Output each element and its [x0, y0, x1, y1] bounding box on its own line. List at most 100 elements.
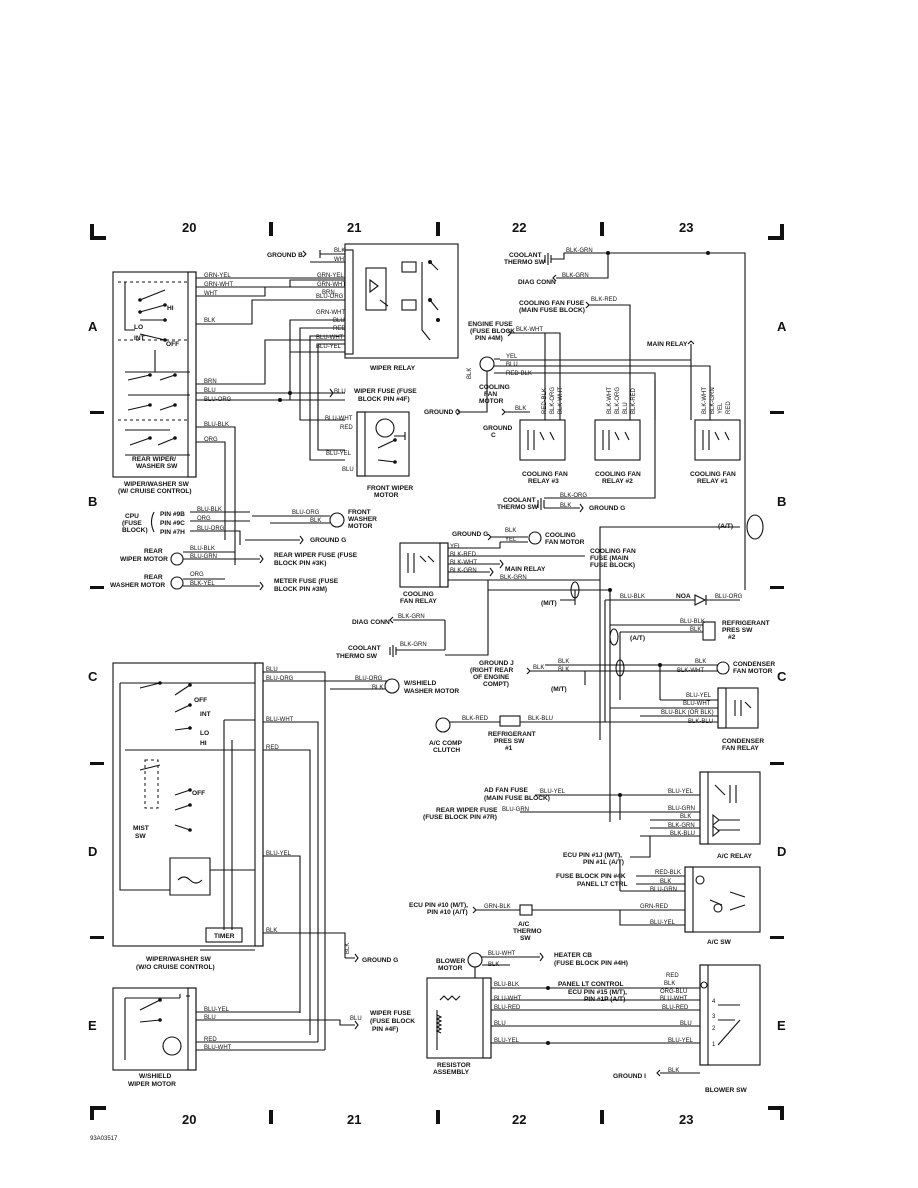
- wires-wiper-switch: GRN-YEL GRN-WHT WHT BLK BRN BLU BLU-ORG …: [196, 248, 348, 565]
- wire-blk-wht-2: BLK-WHT: [450, 560, 477, 566]
- cooling-top: COOLANT THERMO SW BLK-GRN DIAG CONN BLK-…: [424, 248, 746, 505]
- column-label-23-bottom: 23: [679, 1112, 693, 1127]
- wire-red-blk-1: RED-BLK: [506, 371, 532, 377]
- wiper-relay: WIPER RELAY: [344, 243, 459, 372]
- wire-red-4: RED: [266, 745, 279, 751]
- wire-blk-9: BLK: [560, 503, 571, 509]
- engine-fuse-label-1: ENGINE FUSE: [468, 321, 513, 328]
- wiper-switch-cruise-label-2: (W/ CRUISE CONTROL): [118, 488, 192, 495]
- blower-motor-label-1: BLOWER: [436, 958, 466, 965]
- wire-blu-8: BLU: [506, 362, 518, 368]
- cooling-fan-relay-1-label-1: COOLING FAN: [690, 471, 736, 478]
- ecu-15-label-2: PIN #1P (A/T): [584, 996, 625, 1003]
- wiper-fuse-low-label-2: (FUSE BLOCK: [370, 1018, 415, 1025]
- wire-blu-7: BLU: [350, 1016, 362, 1022]
- cpu-label-3: BLOCK): [122, 527, 148, 534]
- wire-red-2: RED: [333, 326, 346, 332]
- refrigerant-2-label-1: REFRIGERANT: [722, 620, 770, 627]
- rear-washer-label-2: WASHER MOTOR: [110, 582, 165, 589]
- position-off: OFF: [166, 341, 179, 348]
- heater-cb-label-1: HEATER CB: [554, 952, 592, 959]
- wire-blu-org-7: BLU-ORG: [715, 594, 743, 600]
- cooling-fan-motor-mid-label-1: COOLING: [545, 532, 576, 539]
- ground-j-label-4: COMPT): [483, 681, 509, 688]
- wire-blk-20: BLK: [668, 1068, 679, 1074]
- column-label-22: 22: [512, 220, 526, 235]
- wire-blu-9: BLU: [494, 1021, 506, 1027]
- cooling-fan-relay-left-label-1: COOLING: [403, 591, 434, 598]
- wire-blu-grn-3: BLU-GRN: [668, 806, 695, 812]
- wire-blk-7: BLK: [467, 368, 473, 379]
- wire-brn-2: BRN: [322, 290, 335, 296]
- blower-pos-1: 1: [712, 1042, 716, 1048]
- wire-blk-2: BLK: [334, 248, 345, 254]
- wire-yel-1: YEL: [506, 354, 518, 360]
- wire-blk-grn-6: BLK-GRN: [400, 642, 427, 648]
- relay3-wire-1: RED-BLK: [542, 388, 548, 414]
- ecu-15-label-1: ECU PIN #15 (M/T),: [568, 989, 627, 996]
- condenser-relay-label-2: FAN RELAY: [722, 745, 759, 752]
- ecu-1j-label-1: ECU PIN #1J (M/T),: [563, 852, 622, 859]
- wire-org-blu-1: ORG-BLU: [660, 989, 687, 995]
- wire-blu-yel-9: BLU-YEL: [650, 920, 676, 926]
- column-label-20: 20: [182, 220, 196, 235]
- wire-blu-yel-2: BLU-YEL: [316, 344, 342, 350]
- wire-blu-1: BLU: [204, 388, 216, 394]
- cpu-label-1: CPU: [125, 513, 139, 520]
- wire-blk-10: BLK: [505, 528, 516, 534]
- diag-conn-mid-label: DIAG CONN: [352, 619, 390, 626]
- position-lo-2: LO: [200, 730, 209, 737]
- ac-thermo-label-2: THERMO: [513, 928, 542, 935]
- wire-blu-yel-8: BLU-YEL: [668, 789, 694, 795]
- cooling-fan-motor-mid-label-2: FAN MOTOR: [545, 539, 585, 546]
- ecu-10-label-1: ECU PIN #10 (M/T),: [409, 902, 468, 909]
- panel-lt-ctrl-label: PANEL LT CTRL: [577, 881, 628, 888]
- row-label-c: C: [88, 669, 98, 684]
- condenser-motor-label-1: CONDENSER: [733, 661, 775, 668]
- ac-comp-label-1: A/C COMP: [429, 740, 463, 747]
- wiper-washer-switch-no-cruise: TIMER OFF INT LO HI OFF MIST SW WIPER/WA…: [112, 662, 264, 971]
- rear-wiper-fuse-label-2: BLOCK PIN #3K): [274, 560, 326, 567]
- wire-blu-org-6: BLU-ORG: [355, 676, 383, 682]
- row-label-e-right: E: [777, 1018, 786, 1033]
- document-code: 93A03517: [90, 1136, 118, 1142]
- wire-blk-red-3: BLK-RED: [462, 716, 489, 722]
- wire-blk-13: BLK: [558, 659, 569, 665]
- blower-pos-3: 3: [712, 1014, 716, 1020]
- wire-blu-yel-6: BLU-YEL: [686, 693, 712, 699]
- row-label-a: A: [88, 319, 98, 334]
- wiper-fuse-top-label-2: BLOCK PIN #4F): [358, 396, 410, 403]
- row-label-e: E: [88, 1018, 97, 1033]
- relay1-wire-1: BLK-WHT: [702, 387, 708, 414]
- wire-grn-yel-1: GRN-YEL: [204, 273, 231, 279]
- wire-blk-5: BLK: [266, 928, 277, 934]
- wire-blu-org-5: BLU-ORG: [266, 676, 294, 682]
- wires-wshield: BLU BLU-ORG BLU-ORG BLK BLU-WHT RED BLU-…: [263, 667, 459, 1050]
- wire-blu-yel-7: BLU-YEL: [540, 789, 566, 795]
- ad-fan-fuse-label-1: AD FAN FUSE: [484, 787, 529, 794]
- ground-j-label-3: OF ENGINE: [473, 674, 510, 681]
- ground-c-label-2: C: [491, 432, 496, 439]
- wire-org-2: ORG: [197, 516, 211, 522]
- position-int: INT: [134, 335, 145, 342]
- wire-blk-blu-3: BLK-BLU: [670, 831, 695, 837]
- condenser-fan: GROUND J (RIGHT REAR OF ENGINE COMPT) BL…: [470, 659, 775, 752]
- relay3-wire-3: BLK-WHT: [558, 387, 564, 414]
- tag-mt-1: (M/T): [541, 600, 557, 607]
- cooling-fan-relay-3-label-1: COOLING FAN: [522, 471, 568, 478]
- cooling-fan-relay-2-label-2: RELAY #2: [602, 478, 633, 485]
- wire-blu-3: BLU: [334, 389, 346, 395]
- ground-g-top-label: GROUND G: [310, 537, 346, 544]
- wshield-wiper-label-1: W/SHIELD: [139, 1073, 171, 1080]
- column-label-21: 21: [347, 220, 361, 235]
- rear-wiper-fuse-label-1: REAR WIPER FUSE (FUSE: [274, 552, 358, 559]
- wire-blu-wht-6: BLU-WHT: [683, 701, 711, 707]
- cooling-fan-motor-top-label-2: FAN: [484, 391, 497, 398]
- ground-g-mid-label: GROUND G: [589, 505, 625, 512]
- front-washer-label-2: WASHER: [348, 516, 377, 523]
- row-label-c-right: C: [777, 669, 787, 684]
- wiper-fuse-low-label-3: PIN #4F): [372, 1026, 398, 1033]
- wire-blu-org-1: BLU-ORG: [204, 397, 232, 403]
- ground-c-label-1: GROUND: [483, 425, 513, 432]
- wire-wht-1: WHT: [204, 291, 218, 297]
